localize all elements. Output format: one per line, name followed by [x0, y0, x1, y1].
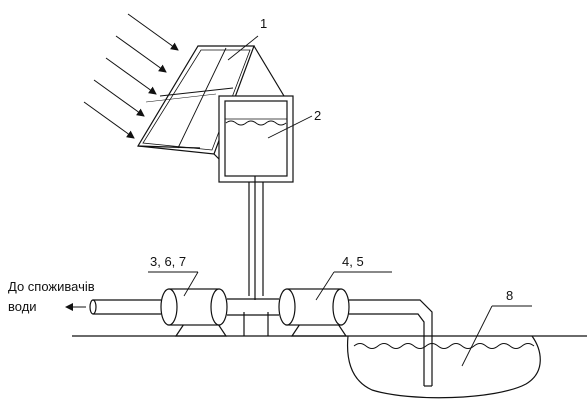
- label-intake-pump-unit: 4, 5: [342, 254, 364, 269]
- label-water-tank: 2: [314, 108, 321, 123]
- sun-ray: [93, 79, 145, 117]
- sun-ray: [115, 35, 167, 73]
- outlet-caption-line1: До споживачів: [8, 279, 95, 294]
- riser-pipe: [243, 176, 269, 336]
- solar-panel: [137, 45, 285, 173]
- label-water-source: 8: [506, 288, 513, 303]
- sun-ray: [83, 101, 135, 139]
- sun-ray: [127, 13, 179, 51]
- water-source: [346, 335, 541, 399]
- sun-rays: [83, 13, 179, 139]
- intake-pump-unit: [278, 288, 433, 387]
- label-solar-panel: 1: [260, 16, 267, 31]
- consumer-pump-unit: [89, 288, 279, 337]
- sun-ray: [105, 57, 157, 95]
- callout-leaders: [148, 35, 532, 367]
- label-consumer-pump-unit: 3, 6, 7: [150, 254, 186, 269]
- water-tank: [218, 95, 294, 183]
- outlet-caption-line2: води: [8, 299, 37, 314]
